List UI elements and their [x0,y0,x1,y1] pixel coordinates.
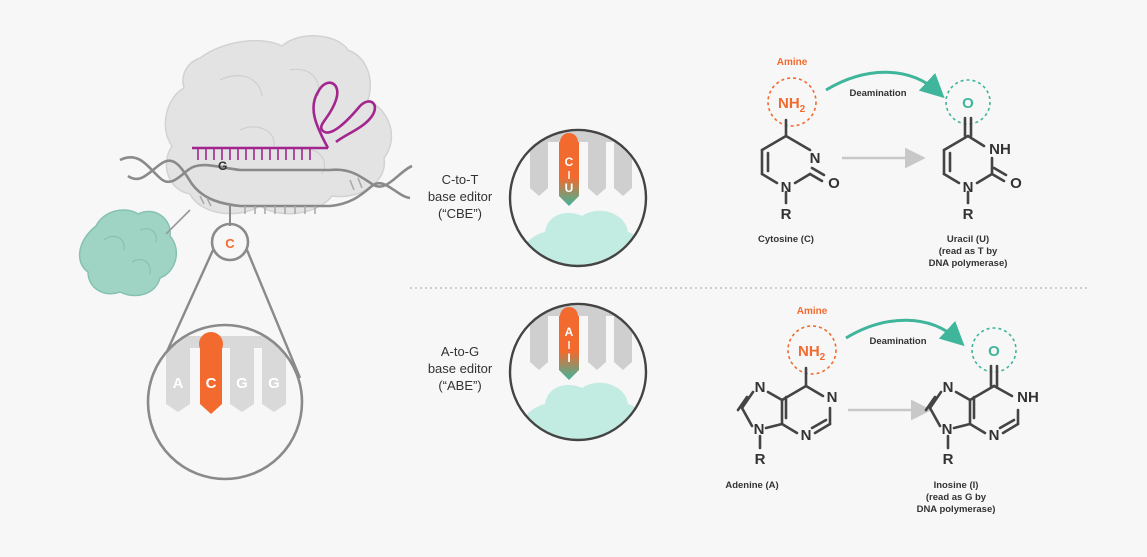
cytosine-r-group: R [781,206,792,223]
zoom-inset: A C G G [146,323,304,481]
editor-overview: G C A C G G [78,35,413,481]
inosine-nh: NH [1017,389,1039,406]
cbe-inset-base-top: C [565,155,574,169]
cytosine-oxygen: O [828,175,840,192]
uracil-n1: N [963,179,974,196]
adenine-amine-group: NH2 [798,343,826,363]
adenine-n7: N [755,379,766,396]
cbe-label: C-to-T base editor (“CBE”) [428,172,493,221]
uracil-r-group: R [963,206,974,223]
cytosine-amine-group: NH2 [778,95,806,115]
inosine-n9: N [942,421,953,438]
target-base-label: C [225,236,235,251]
adenine-reaction: Amine NH2 Deamination N N N N R Aden [725,306,1038,515]
uracil-oxygen: O [1010,175,1022,192]
zoom-base-2: C [206,375,217,392]
uracil-name-line-3: DNA polymerase) [929,258,1008,269]
inosine-carbonyl-oxygen: O [988,343,1000,360]
abe-label-line-1: A-to-G [441,344,479,359]
abe-label-line-3: (“ABE”) [438,378,481,393]
adenine-n1: N [827,389,838,406]
adenine-deamination-arrow [845,318,965,347]
cbe-inset: C U [508,128,648,268]
zoom-base-3: G [236,375,248,392]
uracil-nh: NH [989,141,1011,158]
inosine-r-group: R [943,451,954,468]
cytosine-ring-nitrogen: N [810,150,821,167]
uracil-name-line-1: Uracil (U) [947,234,989,245]
adenine-n3: N [801,427,812,444]
deaminase-protein [78,209,178,297]
cbe-label-line-3: (“CBE”) [438,206,482,221]
inosine-name-line-2: (read as G by [926,492,987,503]
cas9-protein [164,35,393,215]
uracil-carbonyl-oxygen: O [962,95,974,112]
abe-label: A-to-G base editor (“ABE”) [428,344,493,393]
inosine-n7: N [943,379,954,396]
cytosine-deamination-label: Deamination [849,88,906,99]
dna-strand [127,159,411,208]
uracil-name-line-2: (read as T by [939,246,998,257]
inosine-n3: N [989,427,1000,444]
adenine-n9: N [754,421,765,438]
cbe-label-line-2: base editor [428,189,493,204]
cytosine-name: Cytosine (C) [758,234,814,245]
abe-label-line-2: base editor [428,361,493,376]
zoom-base-1: A [173,375,184,392]
zoom-base-4: G [268,375,280,392]
guide-base-label: G [218,159,227,173]
adenine-deamination-label: Deamination [869,336,926,347]
cytosine-n1: N [781,179,792,196]
adenine-r-group: R [755,451,766,468]
abe-inset-base-bottom: I [567,351,570,365]
adenine-amine-label: Amine [797,306,828,317]
cytosine-reaction: Amine NH2 Deamination N N O R Cytosine (… [758,57,1022,269]
cbe-inset-base-bottom: U [565,181,574,195]
cbe-label-line-1: C-to-T [442,172,479,187]
inosine-name-line-1: Inosine (I) [934,480,979,491]
abe-inset-base-top: A [565,325,574,339]
cytosine-amine-subscript: 2 [800,104,806,115]
adenine-amine-subscript: 2 [820,352,826,363]
abe-inset: A I [508,302,648,442]
adenine-name: Adenine (A) [725,480,778,491]
cytosine-deamination-arrow [825,70,945,99]
inosine-name-line-3: DNA polymerase) [917,504,996,515]
cytosine-amine-label: Amine [777,57,808,68]
